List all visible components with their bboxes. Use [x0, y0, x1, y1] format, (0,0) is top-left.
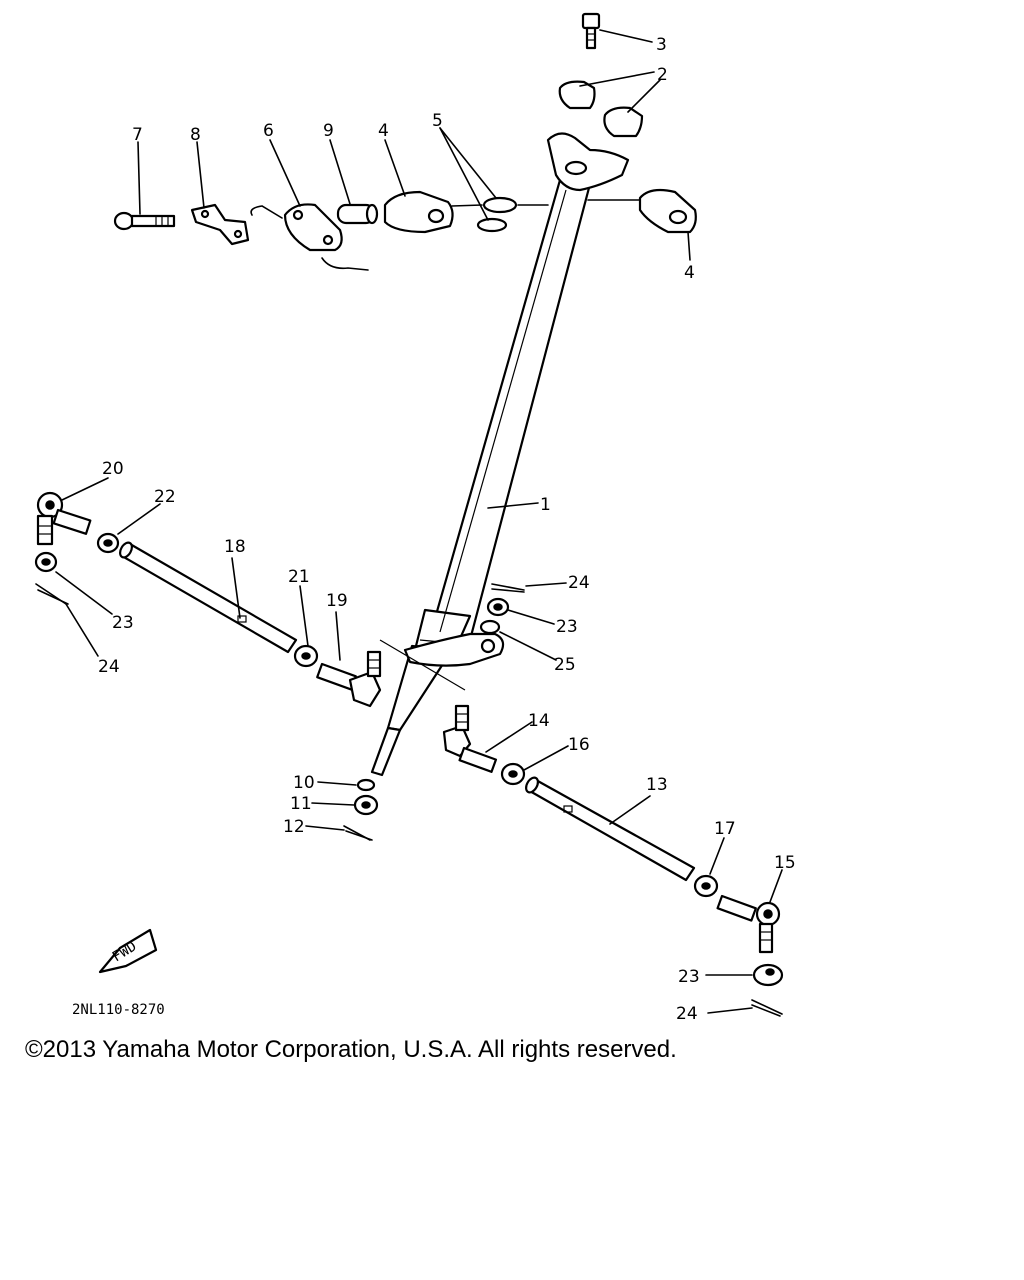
callout-21: 21	[288, 567, 310, 587]
callout-4-right: 4	[684, 263, 695, 283]
castle-nut-23-right-lower	[752, 963, 784, 987]
callout-2: 2	[657, 65, 668, 85]
callout-10: 10	[293, 773, 315, 793]
tie-rod-end-14	[442, 704, 498, 773]
tie-rod-end-19	[316, 650, 382, 708]
callout-6: 6	[263, 121, 274, 141]
nut-17	[693, 874, 719, 898]
washer-25	[479, 619, 501, 635]
callout-20: 20	[102, 459, 124, 479]
callout-18: 18	[224, 537, 246, 557]
steering-arm	[379, 632, 505, 691]
bolt-7	[113, 211, 176, 231]
callout-5: 5	[432, 111, 443, 131]
callout-25: 25	[554, 655, 576, 675]
fwd-arrow-icon: FWD	[98, 928, 158, 974]
callout-23-left: 23	[112, 613, 134, 633]
callout-24-right-lower: 24	[676, 1004, 698, 1024]
castle-nut-23-right-upper	[486, 597, 510, 617]
column-holder-left	[383, 190, 454, 234]
callout-11: 11	[290, 794, 312, 814]
lock-plate-8	[190, 203, 250, 246]
callout-15: 15	[774, 853, 796, 873]
leader-lines	[55, 29, 783, 1014]
callout-1: 1	[540, 495, 551, 515]
callout-7: 7	[132, 125, 143, 145]
callout-24-left: 24	[98, 657, 120, 677]
callout-12: 12	[283, 817, 305, 837]
part-code: 2NL110-8270	[72, 1002, 165, 1018]
tie-rod-18	[119, 541, 298, 654]
cotter-pin-24-left	[35, 583, 69, 605]
handlebar-holder-lower	[546, 132, 630, 192]
cotter-pin-12	[343, 825, 373, 841]
handlebar-holder-upper-left	[558, 80, 596, 110]
nut-21	[293, 644, 319, 668]
handlebar-holder-upper-right	[603, 106, 644, 138]
tie-rod-13	[525, 776, 696, 882]
callout-22: 22	[154, 487, 176, 507]
castle-nut-23-left	[34, 551, 58, 573]
tie-rod-end-20	[36, 491, 92, 546]
plate-6	[250, 203, 369, 271]
callout-3: 3	[656, 35, 667, 55]
callout-9: 9	[323, 121, 334, 141]
callout-19: 19	[326, 591, 348, 611]
callout-16: 16	[568, 735, 590, 755]
callout-23-right-upper: 23	[556, 617, 578, 637]
callout-23-right-lower: 23	[678, 967, 700, 987]
cotter-pin-24-right-upper	[491, 583, 525, 593]
bushings-5	[476, 196, 518, 233]
callout-24-right-upper: 24	[568, 573, 590, 593]
callout-8: 8	[190, 125, 201, 145]
callout-4-left: 4	[378, 121, 389, 141]
nut-22	[96, 532, 120, 554]
washer-10	[356, 778, 376, 792]
callout-labels: 3 2 7 8 6 9 4 5 4 1 20 22 18 21 19 23 24…	[72, 35, 796, 1024]
nut-16	[500, 762, 526, 786]
callout-13: 13	[646, 775, 668, 795]
steering-column	[370, 178, 592, 777]
callout-17: 17	[714, 819, 736, 839]
column-holder-right	[638, 188, 697, 234]
bolt-3	[581, 12, 601, 50]
copyright-notice: ©2013 Yamaha Motor Corporation, U.S.A. A…	[25, 1036, 677, 1063]
cotter-pin-24-right-lower	[751, 999, 783, 1017]
callout-14: 14	[528, 711, 550, 731]
collar-9	[336, 203, 379, 225]
tie-rod-end-15	[716, 894, 781, 954]
nut-11	[353, 794, 379, 816]
